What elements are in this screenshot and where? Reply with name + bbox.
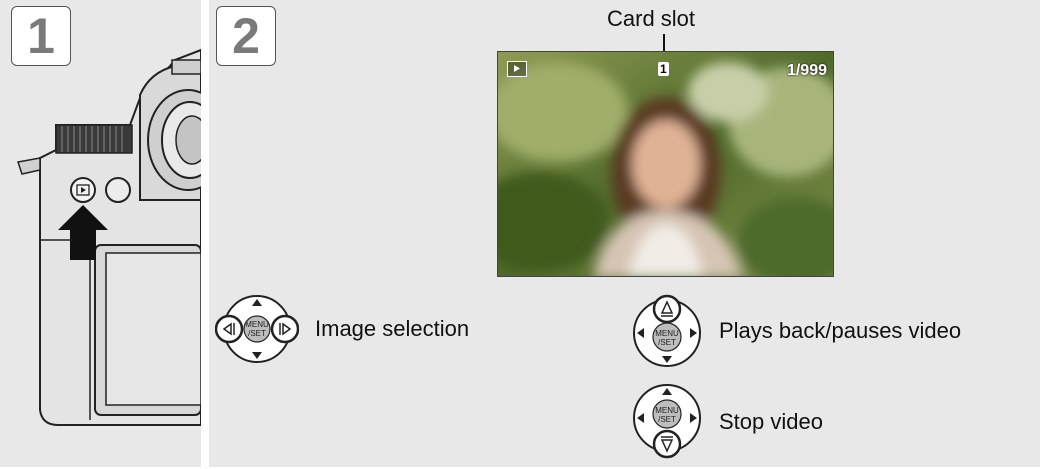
image-counter: 1/999 bbox=[786, 62, 827, 79]
svg-text:/SET: /SET bbox=[658, 338, 676, 347]
card-slot-pointer-line bbox=[663, 34, 665, 58]
step-number-badge: 2 bbox=[216, 6, 276, 66]
stop-video-control: MENU /SET Stop video bbox=[631, 382, 823, 462]
play-pause-label: Plays back/pauses video bbox=[719, 318, 962, 343]
svg-text:MENU: MENU bbox=[655, 406, 679, 415]
svg-text:/SET: /SET bbox=[658, 415, 676, 424]
step-2-panel: 2 Card slot bbox=[209, 0, 1040, 467]
playback-preview-image: 1 1/999 bbox=[497, 51, 834, 277]
image-selection-label: Image selection bbox=[315, 316, 470, 341]
camera-back-illustration bbox=[17, 48, 201, 426]
image-selection-control: MENU /SET Image selection bbox=[215, 293, 469, 365]
svg-text:MENU: MENU bbox=[245, 320, 269, 329]
cursor-up-dial-icon: MENU /SET bbox=[633, 294, 701, 367]
step-number-badge: 1 bbox=[11, 6, 71, 66]
svg-text:MENU: MENU bbox=[655, 329, 679, 338]
playback-photo bbox=[498, 52, 833, 276]
svg-text:/SET: /SET bbox=[248, 329, 266, 338]
playback-icon bbox=[507, 61, 527, 77]
card-slot-number: 1 bbox=[658, 62, 669, 76]
stop-video-label: Stop video bbox=[719, 409, 823, 434]
card-slot-label: Card slot bbox=[607, 6, 696, 31]
cursor-left-right-dial-icon: MENU /SET bbox=[215, 295, 299, 363]
cursor-down-dial-icon: MENU /SET bbox=[633, 384, 701, 459]
step-1-panel: 1 bbox=[0, 0, 201, 467]
play-pause-control: MENU /SET Plays back/pauses video bbox=[631, 293, 961, 369]
